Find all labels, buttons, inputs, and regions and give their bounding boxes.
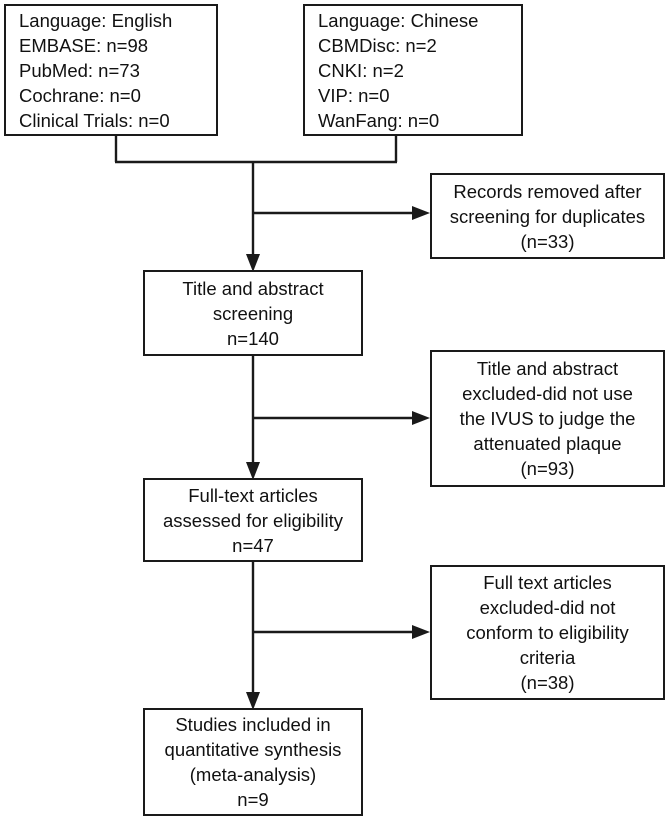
source-english-line-4: Cochrane: n=0	[19, 84, 141, 106]
fulltext-line-3: n=47	[232, 534, 274, 556]
duplicates-line-3: (n=33)	[520, 230, 575, 252]
duplicates-line-2: screening for duplicates	[449, 205, 646, 227]
arrowhead-to-title-abstract	[412, 411, 430, 425]
title-abstract-excl-line-2: excluded-did not use	[462, 383, 633, 404]
included-line-2: quantitative synthesis	[164, 739, 342, 760]
source-box-english: Language: English EMBASE: n=98 PubMed: n…	[4, 4, 218, 136]
source-chinese-line-5: WanFang: n=0	[318, 109, 440, 131]
arrowhead-to-screening	[246, 254, 260, 272]
included-line-1: Studies included in	[175, 714, 331, 735]
title-abstract-excl-line-4: attenuated plaque	[473, 433, 622, 454]
screening-line-3: n=140	[227, 327, 279, 349]
included-line-3: (meta-analysis)	[189, 764, 317, 785]
title-abstract-excl-line-1: Title and abstract	[476, 358, 619, 379]
arrowhead-to-included	[246, 692, 260, 710]
exclusion-box-title-abstract: Title and abstract excluded-did not use …	[430, 350, 665, 487]
title-abstract-excl-line-3: the IVUS to judge the	[459, 408, 636, 429]
source-chinese-line-3: CNKI: n=2	[318, 59, 404, 81]
exclusion-box-full-text: Full text articles excluded-did not conf…	[430, 565, 665, 700]
source-chinese-line-1: Language: Chinese	[318, 9, 479, 31]
screening-line-2: screening	[212, 302, 294, 324]
source-english-line-5: Clinical Trials: n=0	[19, 109, 170, 131]
arrowhead-to-full-text-excl	[412, 625, 430, 639]
duplicates-line-1: Records removed after	[453, 180, 642, 202]
source-chinese-line-4: VIP: n=0	[318, 84, 390, 106]
title-abstract-excl-line-5: (n=93)	[520, 458, 575, 479]
flow-box-included: Studies included in quantitative synthes…	[143, 708, 363, 816]
full-text-excl-line-4: criteria	[519, 647, 576, 668]
source-box-chinese: Language: Chinese CBMDisc: n=2 CNKI: n=2…	[303, 4, 523, 136]
source-english-line-1: Language: English	[19, 9, 173, 31]
full-text-excl-line-3: conform to eligibility	[466, 622, 629, 643]
flow-box-screening: Title and abstract screening n=140	[143, 270, 363, 356]
flow-box-fulltext: Full-text articles assessed for eligibil…	[143, 478, 363, 562]
source-chinese-line-2: CBMDisc: n=2	[318, 34, 437, 56]
fulltext-line-2: assessed for eligibility	[163, 509, 343, 531]
fulltext-line-1: Full-text articles	[188, 484, 318, 506]
included-line-4: n=9	[237, 789, 269, 810]
arrowhead-to-fulltext	[246, 462, 260, 480]
exclusion-box-duplicates: Records removed after screening for dupl…	[430, 173, 665, 259]
arrowhead-to-duplicates	[412, 206, 430, 220]
source-english-line-2: EMBASE: n=98	[19, 34, 149, 56]
source-english-line-3: PubMed: n=73	[19, 59, 140, 81]
full-text-excl-line-5: (n=38)	[520, 672, 575, 693]
screening-line-1: Title and abstract	[182, 277, 324, 299]
full-text-excl-line-2: excluded-did not	[479, 597, 616, 618]
full-text-excl-line-1: Full text articles	[483, 572, 612, 593]
